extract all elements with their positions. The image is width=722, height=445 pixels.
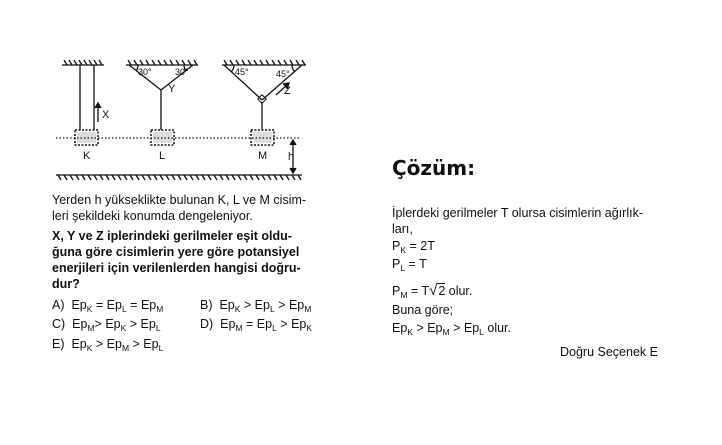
rope-l-left xyxy=(128,64,162,91)
label-y: Y xyxy=(168,83,176,95)
solution-buna: Buna göre; xyxy=(392,303,454,317)
solution-line: ları, xyxy=(392,222,413,236)
question-line: ğuna göre cisimlerin yere göre potansiye… xyxy=(52,245,300,259)
solution-line: İplerdeki gerilmeler T olursa cisimlerin… xyxy=(392,206,644,220)
weight-pl: PL = T xyxy=(392,257,427,273)
rope-m-right xyxy=(261,64,303,101)
angle-z-left: 45° xyxy=(235,67,249,77)
label-h: h xyxy=(288,151,294,163)
solution-intro: İplerdeki gerilmeler T olursa cisimlerin… xyxy=(392,205,692,237)
question-line: Yerden h yükseklikte bulunan K, L ve M c… xyxy=(52,193,307,207)
weight-pm: PM = T√2 olur. xyxy=(392,282,473,301)
question-line: leri şekildeki konumda dengeleniyor. xyxy=(52,209,253,223)
weight-pk: PK = 2T xyxy=(392,239,435,255)
sqrt-sign: √ xyxy=(429,282,438,299)
label-k: K xyxy=(83,150,91,162)
question-text: Yerden h yükseklikte bulunan K, L ve M c… xyxy=(52,192,332,224)
solution-title: Çözüm: xyxy=(392,156,476,180)
angle-y-left: 30° xyxy=(138,67,152,77)
angle-z-right: 45° xyxy=(276,69,290,79)
option-d[interactable]: D) EpM = EpL > EpK xyxy=(200,317,313,333)
option-b[interactable]: B) EpK > EpL > EpM xyxy=(200,298,312,314)
question-line: enerjileri için verilenlerden hangisi do… xyxy=(52,261,301,275)
label-l: L xyxy=(159,150,165,162)
option-c[interactable]: C) EpM> EpK > EpL xyxy=(52,317,161,333)
solution-result: EpK > EpM > EpL olur. xyxy=(392,321,511,337)
option-e[interactable]: E) EpK > EpM > EpL xyxy=(52,337,164,353)
label-z: Z xyxy=(284,85,291,97)
answer-text: Doğru Seçenek E xyxy=(560,345,658,359)
question-line: dur? xyxy=(52,277,80,291)
body-k xyxy=(74,129,99,146)
question-prompt: X, Y ve Z iplerindeki gerilmeler eşit ol… xyxy=(52,228,332,292)
angle-y-right: 30° xyxy=(175,67,189,77)
option-a[interactable]: A) EpK = EpL = EpM xyxy=(52,298,164,314)
question-line: X, Y ve Z iplerindeki gerilmeler eşit ol… xyxy=(52,229,292,243)
label-x: X xyxy=(102,109,110,121)
physics-figure: 30° 30° 45° 45° X Y Z K L M h xyxy=(56,59,306,181)
sqrt-radicand: 2 xyxy=(437,283,446,298)
rope-l-right xyxy=(160,64,194,91)
body-m xyxy=(250,129,275,146)
label-m: M xyxy=(258,150,267,162)
rope-m-left xyxy=(223,64,263,101)
